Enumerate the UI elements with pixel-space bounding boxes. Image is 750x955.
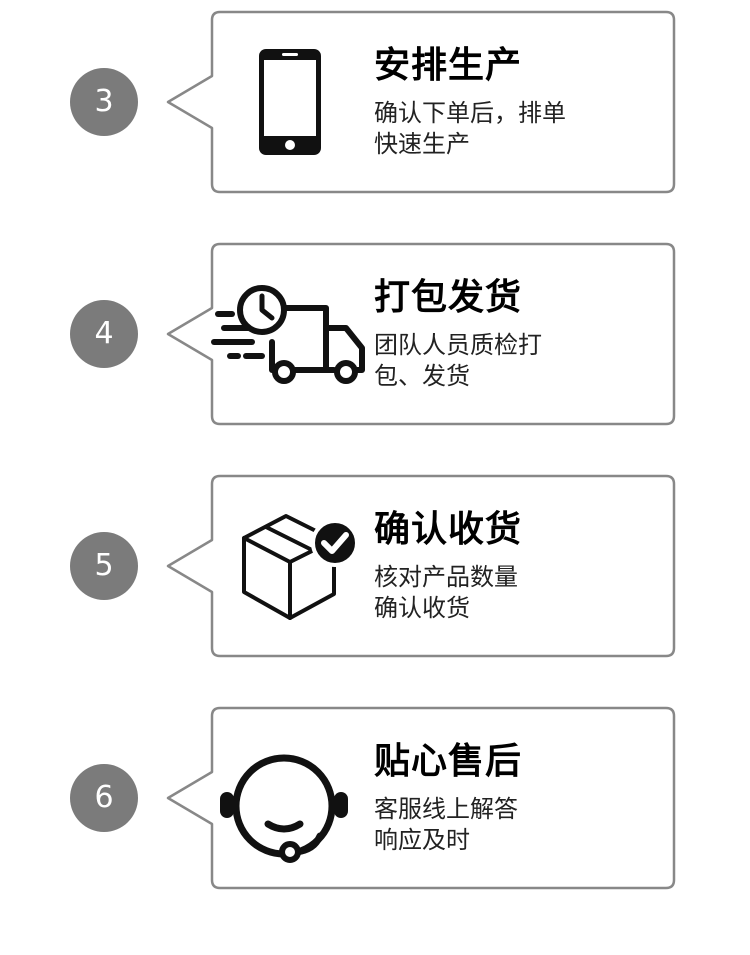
step-title: 确认收货	[374, 509, 523, 550]
step-description: 核对产品数量 确认收货	[374, 562, 584, 624]
step-title: 贴心售后	[374, 741, 523, 782]
speech-bubble	[166, 242, 676, 426]
step-number-badge: 5	[70, 532, 138, 600]
step-5: 5 确认收货 核对产品数量 确认收货	[0, 474, 750, 658]
step-description-line: 团队人员质检打	[374, 331, 542, 359]
step-description-line: 核对产品数量	[374, 563, 518, 591]
step-number-badge: 6	[70, 764, 138, 832]
package-check-icon	[242, 514, 359, 620]
step-description: 团队人员质检打 包、发货	[374, 330, 584, 392]
step-3: 3 安排生产 确认下单后，排单 快速生产	[0, 10, 750, 194]
smartphone-icon	[259, 49, 321, 155]
step-description-line: 客服线上解答	[374, 795, 518, 823]
headset-icon	[220, 754, 348, 863]
step-description-line: 确认收货	[374, 594, 470, 622]
step-description: 确认下单后，排单 快速生产	[374, 98, 584, 160]
step-description: 客服线上解答 响应及时	[374, 794, 584, 856]
step-number-badge: 4	[70, 300, 138, 368]
step-description-line: 包、发货	[374, 362, 470, 390]
step-title: 打包发货	[374, 277, 523, 318]
delivery-truck-icon	[211, 285, 365, 384]
step-6: 6 贴心售后 客服线上解答 响应及时	[0, 706, 750, 890]
step-title: 安排生产	[374, 45, 523, 86]
step-number-badge: 3	[70, 68, 138, 136]
step-description-line: 响应及时	[374, 826, 470, 854]
step-description-line: 确认下单后，排单	[374, 99, 566, 127]
step-description-line: 快速生产	[374, 130, 470, 158]
step-4: 4 打包发货 团队人员质检打 包、发货	[0, 242, 750, 426]
